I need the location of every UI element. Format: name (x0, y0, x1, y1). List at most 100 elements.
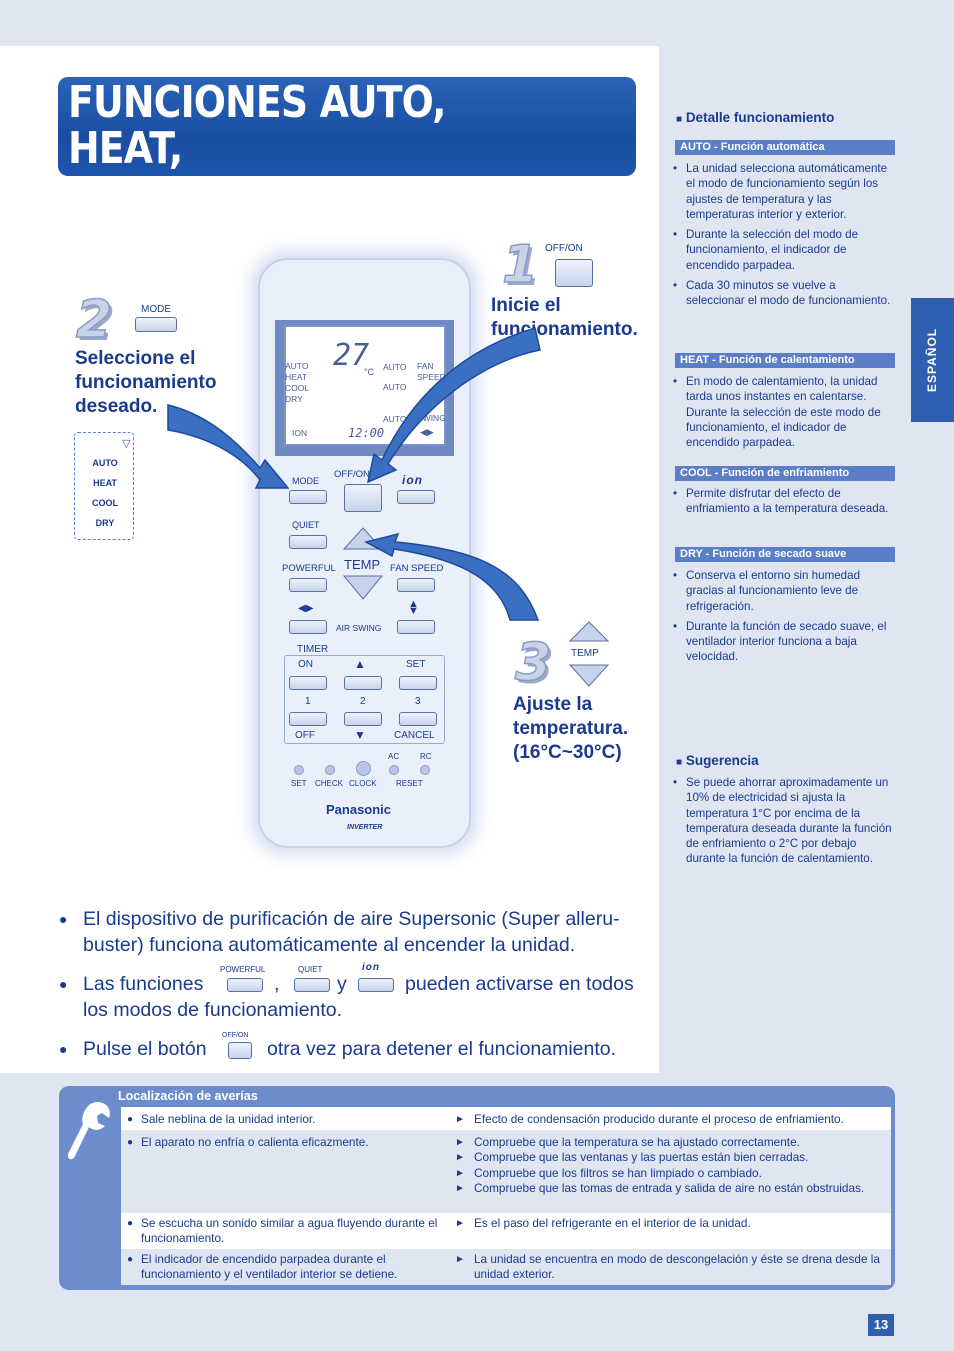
remote-offon-button[interactable] (344, 484, 382, 512)
inline-powerful-label: POWERFUL (220, 965, 266, 974)
cool-bar: COOL - Función de enfriamiento (675, 466, 895, 481)
set-small-label: SET (291, 779, 307, 788)
timer-off-button[interactable] (289, 712, 327, 726)
check-label: CHECK (315, 779, 344, 788)
ac-label: AC (388, 752, 400, 761)
step-2-arrow (167, 404, 290, 489)
heat-list: En modo de calentamiento, la unidad tard… (673, 374, 895, 455)
timer-down-button[interactable] (344, 712, 382, 726)
lcd-swing-arrows-icon: ◀▶ (420, 427, 434, 437)
step-2-number: 2 (75, 289, 113, 351)
rc-reset-button[interactable] (420, 765, 430, 775)
lcd-temperature: 27 (333, 338, 370, 373)
remote-lcd-screen (284, 325, 446, 446)
remote-ion-button[interactable] (397, 490, 435, 504)
bullet-3-text-b: otra vez para detener el funcionamiento. (267, 1038, 617, 1060)
lcd-auto-fan: AUTO (383, 362, 407, 372)
chevron-down-icon: ▽ (122, 438, 131, 450)
arrow-down-icon: ▼ (354, 728, 366, 742)
remote-powerful-button[interactable] (289, 578, 327, 592)
timer-1-label: 1 (305, 696, 311, 707)
bullet-2-y: y (337, 973, 347, 995)
remote-fan-speed-label: FAN SPEED (390, 563, 444, 574)
cool-list: Permite disfrutar del efecto de enfriami… (673, 486, 895, 522)
trouble-row-bg-2 (121, 1130, 891, 1213)
step-1-number: 1 (501, 234, 539, 296)
remote-quiet-button[interactable] (289, 535, 327, 549)
brand-logo: Panasonic (326, 802, 392, 817)
remote-swing-v-button[interactable] (397, 620, 435, 634)
trouble-row-bg-3 (121, 1213, 891, 1249)
timer-off-label: OFF (295, 730, 315, 741)
lcd-unit: °C (364, 367, 375, 377)
detail-heading: ■ Detalle funcionamiento (676, 110, 835, 125)
remote-offon-label: OFF/ON (334, 469, 370, 480)
set-small-button[interactable] (294, 765, 304, 775)
clock-label: CLOCK (349, 779, 377, 788)
timer-up-button[interactable] (344, 676, 382, 690)
square-bullet-icon: ■ (676, 757, 683, 768)
remote-air-swing-label: AIR SWING (336, 623, 382, 633)
step-3-label: Ajuste la temperatura. (16°C~30°C) (513, 694, 629, 763)
inline-ion-button (358, 978, 394, 992)
step-3-number: 3 (514, 632, 552, 694)
step-1-offon-button (555, 259, 593, 287)
tip-heading: ■ Sugerencia (676, 753, 759, 768)
tip-list: Se puede ahorrar aproximadamente un 10% … (673, 775, 895, 872)
timer-on-label: ON (298, 659, 313, 670)
inline-ion-label: ion (362, 962, 380, 973)
timer-3-label: 3 (415, 696, 421, 707)
rc-label: RC (420, 752, 432, 761)
reset-label: RESET (396, 779, 423, 788)
ac-reset-button[interactable] (389, 765, 399, 775)
bullet-2-text-b: pueden activarse en todos (405, 973, 634, 995)
square-bullet-icon: ■ (676, 114, 683, 125)
step-3-temp-buttons-icon (568, 621, 610, 687)
troubleshooting-title: Localización de averías (118, 1089, 258, 1103)
remote-swing-h-button[interactable] (289, 620, 327, 634)
bullet-3-text-a: Pulse el botón (83, 1038, 207, 1060)
inline-offon-button (228, 1042, 252, 1059)
auto-bar: AUTO - Función automática (675, 140, 895, 155)
bullet-1-dot: ● (59, 911, 68, 927)
remote-powerful-label: POWERFUL (282, 563, 336, 574)
check-small-button[interactable] (325, 765, 335, 775)
swing-vertical-icon: ▲▼ (408, 598, 419, 617)
remote-ion-label: ion (402, 473, 423, 487)
remote-mode-button[interactable] (289, 490, 327, 504)
remote-temp-label: TEMP (344, 557, 381, 572)
step-2-label: Seleccione el funcionamiento deseado. (75, 348, 217, 417)
step-3-arrow (363, 532, 540, 621)
inline-powerful-button (227, 978, 263, 992)
lcd-auto-swing: AUTO (383, 382, 407, 392)
remote-fan-speed-button[interactable] (397, 578, 435, 592)
trouble-row-bg-4 (121, 1249, 891, 1285)
timer-on-button[interactable] (289, 676, 327, 690)
timer-set-button[interactable] (399, 676, 437, 690)
trouble-row-bg-1 (121, 1107, 891, 1130)
language-tab (911, 298, 954, 422)
inverter-label: INVERTER (347, 824, 383, 831)
step-1-arrow (366, 327, 541, 484)
timer-set-label: SET (406, 659, 426, 670)
bullet-1-text: El dispositivo de purificación de aire S… (83, 908, 620, 956)
mode-cycle-list: AUTO HEAT COOL DRY (92, 458, 118, 528)
wrench-icon (67, 1102, 110, 1160)
heat-bar: HEAT - Función de calentamiento (675, 353, 895, 368)
inline-quiet-label: QUIET (298, 965, 323, 974)
timer-block (284, 655, 445, 744)
page-title: FUNCIONES AUTO, HEAT, COOL, DRY (68, 77, 447, 220)
auto-list: La unidad selecciona automáticamente el … (673, 161, 895, 314)
inline-quiet-button (294, 978, 330, 992)
bullet-2-text-line2: los modos de funcionamiento. (83, 999, 343, 1021)
mode-cycle-box: ▽ AUTO HEAT COOL DRY (74, 432, 134, 540)
step-3-button-caption: TEMP (571, 648, 599, 659)
dry-list: Conserva el entorno sin humedad gracias … (673, 568, 895, 670)
lcd-clock: 12:00 (348, 426, 385, 440)
timer-cancel-button[interactable] (399, 712, 437, 726)
swing-horizontal-icon: ◀▶ (298, 603, 314, 614)
bullet-2-text-a: Las funciones (83, 973, 204, 995)
clock-small-button[interactable] (356, 761, 371, 776)
